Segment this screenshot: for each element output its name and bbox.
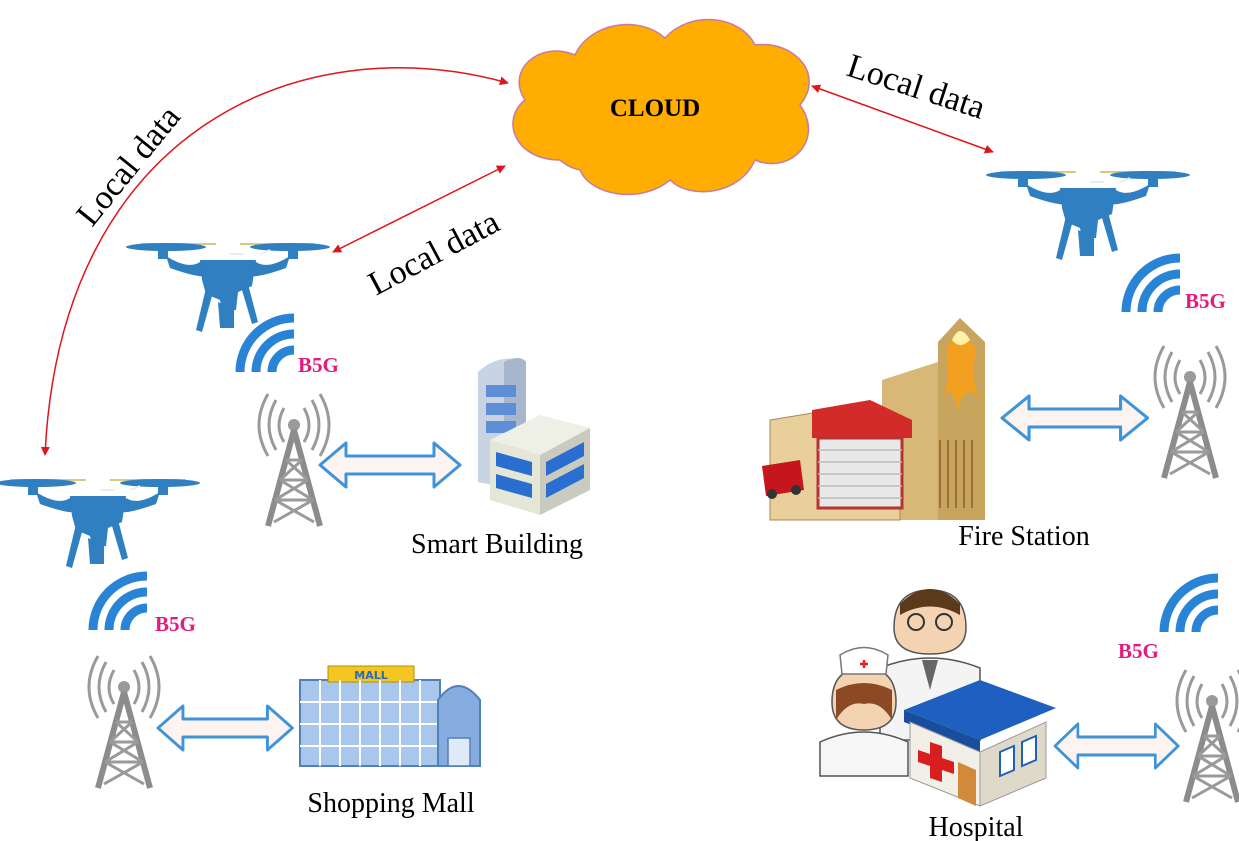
link-arrow-left-far (40, 67, 509, 456)
mall-sign-icon: MALL (354, 669, 387, 682)
cloud-label: CLOUD (610, 95, 700, 122)
b5g-label: B5G (155, 612, 196, 636)
facility-label-fire-station: Fire Station (958, 521, 1089, 552)
wifi-signal-icon (1126, 258, 1180, 312)
drone-icon (985, 170, 1191, 261)
wifi-signal-icon (1164, 578, 1218, 632)
exchange-arrow (318, 441, 462, 489)
facility-label-shopping-mall: Shopping Mall (307, 788, 474, 819)
exchange-arrow (1053, 722, 1180, 770)
drone-icon (125, 242, 331, 333)
facility-label-hospital: Hospital (929, 812, 1024, 841)
exchange-arrow (156, 704, 294, 752)
smart-building-icon (478, 358, 590, 515)
link-arrow-left-near (332, 165, 506, 253)
drone-icon (0, 478, 201, 569)
exchange-arrow (1000, 394, 1150, 442)
b5g-label: B5G (298, 353, 339, 377)
shopping-mall-icon: MALL (299, 665, 481, 767)
b5g-label: B5G (1118, 639, 1159, 663)
link-label-left-near: Local data (362, 203, 505, 303)
facility-label-smart-building: Smart Building (411, 529, 583, 560)
cell-tower-icon (1155, 346, 1225, 478)
wifi-signal-icon (93, 576, 147, 630)
cell-tower-icon (89, 656, 159, 788)
cell-tower-icon (259, 394, 329, 526)
cell-tower-icon (1177, 670, 1239, 802)
hospital-icon (819, 589, 1056, 807)
link-label-left-far: Local data (69, 99, 187, 233)
cloud-shape (512, 18, 810, 196)
link-label-right: Local data (843, 47, 990, 126)
cloud: CLOUD (512, 18, 810, 196)
b5g-label: B5G (1185, 289, 1226, 313)
fire-station-icon (762, 318, 985, 521)
link-arrow-right (811, 84, 994, 154)
wifi-signal-icon (240, 318, 294, 372)
